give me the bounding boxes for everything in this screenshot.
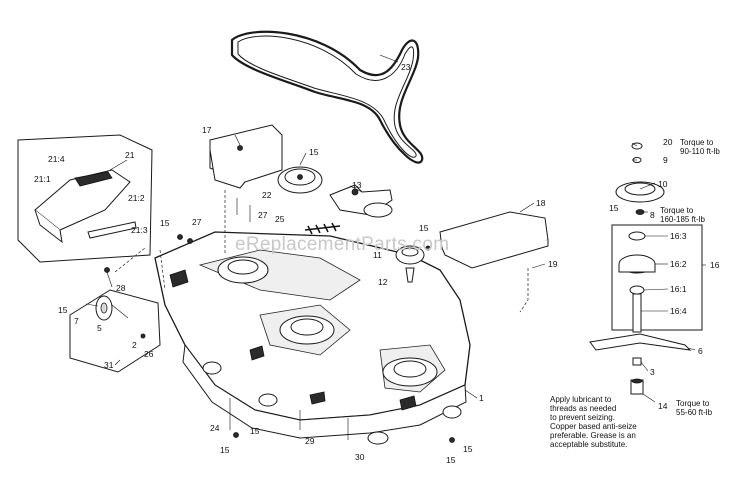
callout-6: 6 <box>698 346 703 356</box>
deck-pulleys <box>217 256 438 387</box>
callout-1: 1 <box>479 393 484 403</box>
callout-10: 10 <box>658 179 668 189</box>
callout-leaders <box>106 54 706 403</box>
callout-7: 7 <box>74 316 79 326</box>
callout-16: 16 <box>710 260 720 270</box>
callout-21-2: 21:2 <box>128 193 145 203</box>
callout-25: 25 <box>275 214 285 224</box>
callout-23: 23 <box>401 62 411 72</box>
callout-16-4: 16:4 <box>670 306 687 316</box>
lubricant-line-3: to prevent seizing. <box>550 413 615 422</box>
callout-11: 11 <box>373 250 382 260</box>
callout-15-d: 15 <box>58 305 68 315</box>
callout-14: 14 <box>658 401 668 411</box>
torque-bottom-line-1: Torque to <box>676 399 710 408</box>
callout-15-c: 15 <box>419 223 429 233</box>
callout-15-h: 15 <box>446 455 456 465</box>
torque-bottom-line-2: 55-60 ft-lb <box>676 408 713 417</box>
spindle-assembly <box>589 142 703 395</box>
callout-27-a: 27 <box>192 217 202 227</box>
pulley-11 <box>395 245 425 283</box>
callout-21-3: 21:3 <box>131 225 148 235</box>
lubricant-line-2: threads as needed <box>550 404 616 413</box>
idler-arm <box>329 184 393 218</box>
torque-top-line-2: 90-110 ft-lb <box>680 147 720 156</box>
assembly-lines <box>114 190 529 313</box>
torque-mid-line-2: 160-185 ft-lb <box>660 215 705 224</box>
fasteners <box>104 198 455 443</box>
lubricant-line-4: Copper based anti-seize <box>550 422 637 431</box>
torque-note-bottom: Torque to 55-60 ft-lb <box>676 399 713 417</box>
callout-17: 17 <box>202 125 212 135</box>
callout-26: 26 <box>144 349 154 359</box>
caster-wheel-group <box>69 289 161 373</box>
callout-16-2: 16:2 <box>670 259 687 269</box>
callout-18: 18 <box>536 198 546 208</box>
callout-15-a: 15 <box>309 147 319 157</box>
belt-cover-right <box>439 211 549 269</box>
callout-30: 30 <box>355 452 365 462</box>
callout-28: 28 <box>116 283 126 293</box>
callout-29: 29 <box>305 436 315 446</box>
callout-22: 22 <box>262 190 272 200</box>
callout-15-f: 15 <box>220 445 230 455</box>
callout-24: 24 <box>210 423 220 433</box>
torque-mid-line-1: Torque to <box>660 206 694 215</box>
callout-15-i: 15 <box>609 203 619 213</box>
callout-16-3: 16:3 <box>670 231 687 241</box>
callout-15-e: 15 <box>250 426 260 436</box>
callout-labels: 23 21 21:4 21:1 21:2 21:3 17 15 22 13 25… <box>34 62 720 465</box>
callout-20: 20 <box>663 137 673 147</box>
callout-5: 5 <box>97 323 102 333</box>
spring <box>304 222 341 235</box>
callout-15-g: 15 <box>463 444 473 454</box>
callout-19: 19 <box>548 259 558 269</box>
deflector-group <box>17 134 153 263</box>
callout-31: 31 <box>104 360 114 370</box>
callout-16-1: 16:1 <box>670 284 687 294</box>
torque-note-mid: Torque to 160-185 ft-lb <box>660 206 705 224</box>
callout-3: 3 <box>650 367 655 377</box>
belt-cover-left <box>209 124 283 189</box>
callout-21-4: 21:4 <box>48 154 65 164</box>
callout-27-b: 27 <box>258 210 268 220</box>
lubricant-line-6: acceptable substitute. <box>550 440 627 449</box>
lubricant-line-1: Apply lubricant to <box>550 395 612 404</box>
callout-21: 21 <box>125 150 135 160</box>
drive-belt <box>230 30 424 164</box>
lubricant-note: Apply lubricant to threads as needed to … <box>550 395 637 449</box>
callout-9: 9 <box>663 155 668 165</box>
torque-top-line-1: Torque to <box>680 138 714 147</box>
idler-pulley <box>277 166 323 194</box>
callout-21-1: 21:1 <box>34 174 51 184</box>
torque-note-top: Torque to 90-110 ft-lb <box>680 138 720 156</box>
watermark: eReplacementParts.com <box>235 234 449 255</box>
lubricant-line-5: preferable. Grease is an <box>550 431 636 440</box>
callout-12: 12 <box>378 277 388 287</box>
callout-15-b: 15 <box>160 218 170 228</box>
callout-13: 13 <box>352 180 362 190</box>
callout-2: 2 <box>132 340 137 350</box>
callout-8: 8 <box>650 210 655 220</box>
